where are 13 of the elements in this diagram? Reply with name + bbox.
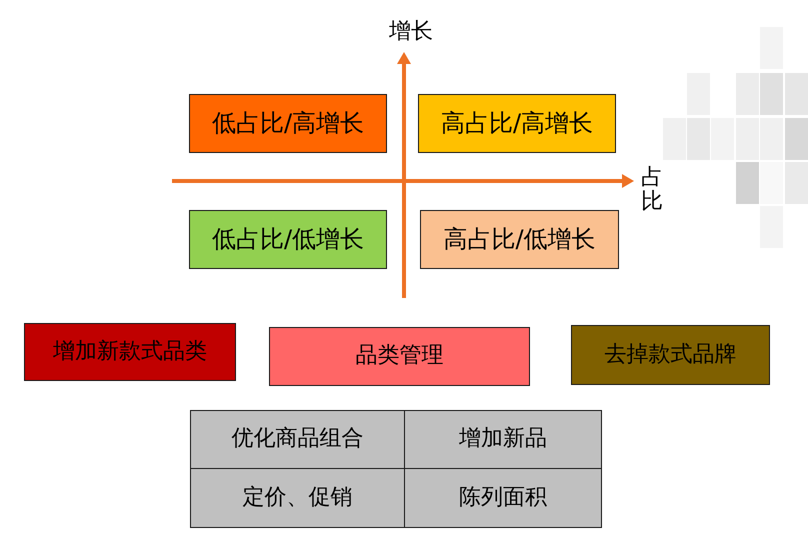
table-cell: 定价、促销 <box>190 468 405 528</box>
strategy-box: 增加新款式品类 <box>24 323 236 381</box>
table-cell: 陈列面积 <box>404 468 602 528</box>
strategy-box: 品类管理 <box>269 327 530 386</box>
quadrant-box: 高占比/高增长 <box>418 94 616 153</box>
quadrant-box: 低占比/高增长 <box>189 94 387 153</box>
strategy-box: 去掉款式品牌 <box>571 325 770 385</box>
table-cell: 优化商品组合 <box>190 410 405 469</box>
quadrant-box: 高占比/低增长 <box>420 210 619 269</box>
axis-title: 增长 <box>389 20 434 44</box>
axis-title: 占比 <box>641 166 664 214</box>
quadrant-box: 低占比/低增长 <box>189 210 387 269</box>
table-cell: 增加新品 <box>404 410 602 469</box>
